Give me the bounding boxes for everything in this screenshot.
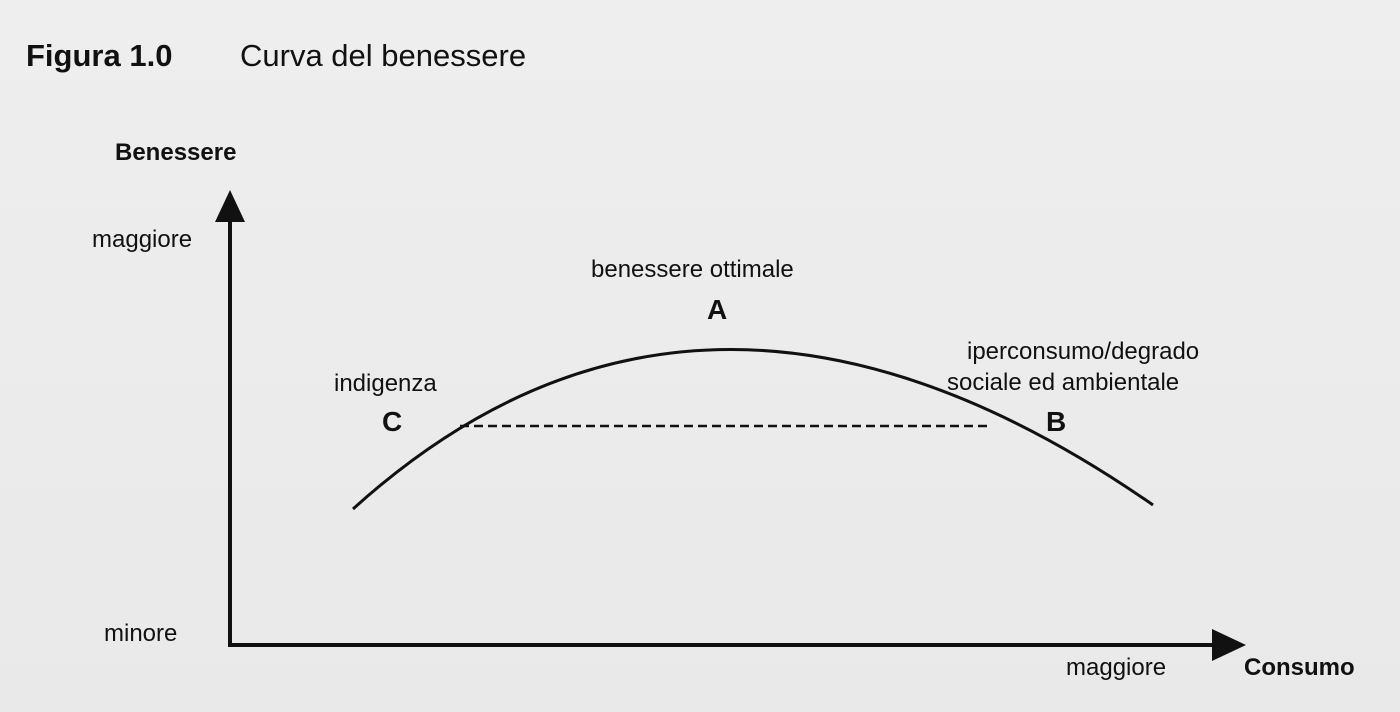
point-b-caption-line1: iperconsumo/degrado [967,338,1200,365]
x-axis-title: Consumo [1244,654,1355,681]
figure-label: Figura 1.0 [26,38,173,73]
y-axis-arrowhead-icon [215,190,245,222]
y-axis-title: Benessere [115,139,237,166]
y-axis-high-label: maggiore [92,226,193,253]
point-a-caption: benessere ottimale [591,256,794,283]
point-a-letter: A [707,294,728,325]
point-c-caption: indigenza [334,370,437,397]
x-axis-high-label: maggiore [1066,654,1167,681]
point-b-caption-line2: sociale ed ambientale [947,369,1180,396]
point-b-letter: B [1046,406,1067,437]
x-axis-arrowhead-icon [1212,629,1246,661]
figure-title: Curva del benessere [240,38,527,73]
point-c-letter: C [382,406,403,437]
wellbeing-curve [351,348,1154,511]
y-axis-low-label: minore [104,620,178,647]
